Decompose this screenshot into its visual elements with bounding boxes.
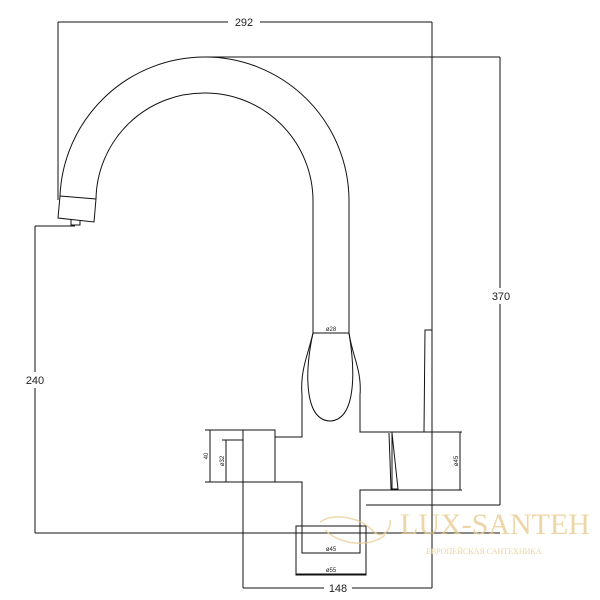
dim-height-total: 370	[492, 291, 510, 303]
watermark-brand: LUX-SANTEH	[400, 508, 590, 541]
dim-handle-length: 40	[204, 452, 210, 459]
dim-spout-diameter: ø28	[326, 327, 337, 333]
dim-base-inner-diameter: ø45	[326, 547, 337, 553]
dim-handle-diameter: ø32	[220, 455, 226, 466]
dim-width-total: 292	[235, 17, 253, 29]
dim-base-outer-diameter: ø55	[326, 568, 337, 574]
bathtub-logo-icon	[319, 516, 391, 544]
spout	[57, 56, 350, 333]
dim-base-width: 148	[329, 583, 347, 595]
dim-right-handle-diameter: ø45	[454, 455, 460, 466]
watermark-tagline: ЕВРОПЕЙСКАЯ САНТЕХНИКА	[426, 547, 542, 556]
dim-spout-height: 240	[26, 375, 44, 387]
watermark-logo: LUX-SANTEH ЕВРОПЕЙСКАЯ САНТЕХНИКА	[319, 508, 590, 556]
dimension-lines	[34, 21, 501, 589]
faucet-body	[242, 329, 433, 576]
